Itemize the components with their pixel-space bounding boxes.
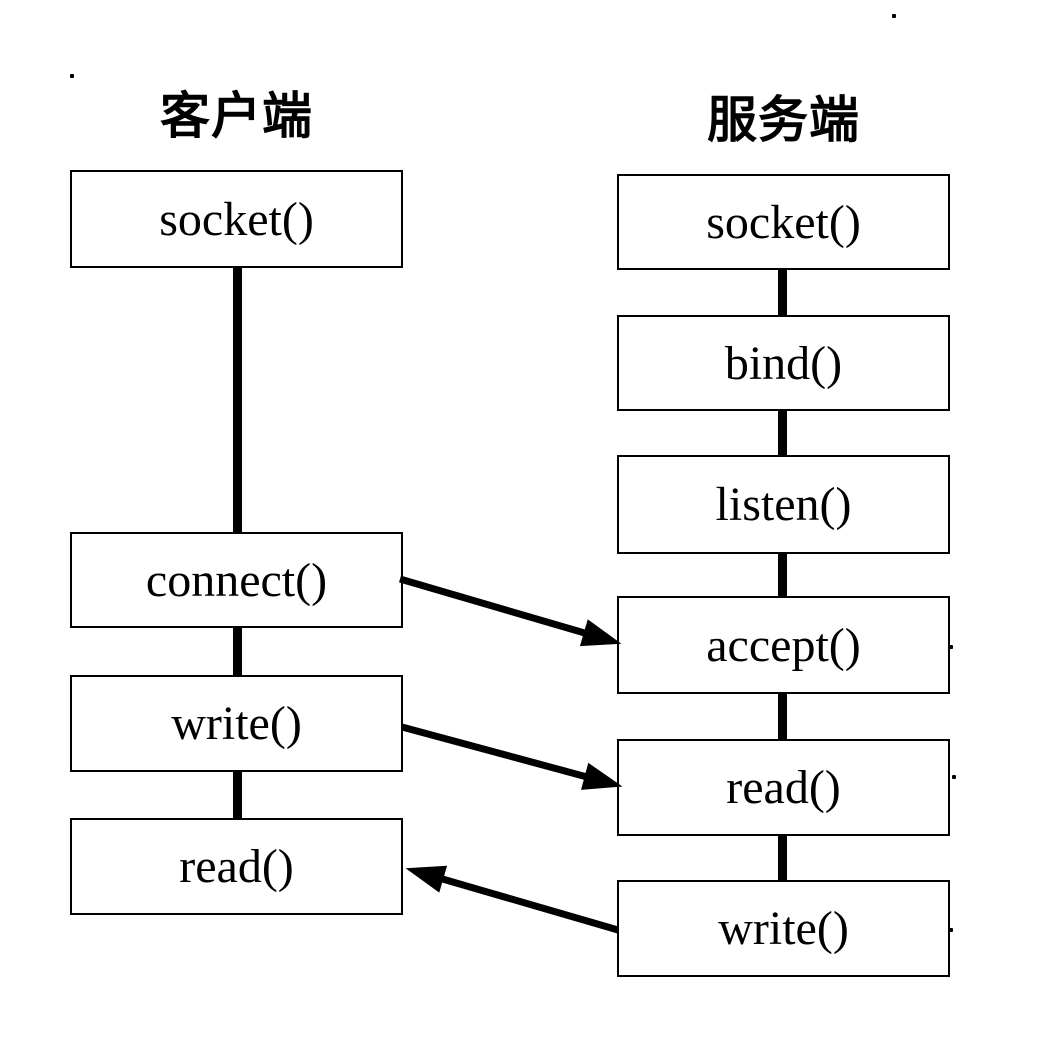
arrow-write-to-read [401,723,623,790]
arrow-server-write-to-client-read [405,865,619,934]
stray-mark [952,775,956,779]
stray-mark [892,14,896,18]
client-box-socket: socket() [70,170,403,268]
client-column-title: 客户端 [160,87,313,145]
server-column-title: 服务端 [707,91,860,149]
client-box-write: write() [70,675,403,772]
server-box-accept: accept() [617,596,950,694]
arrow-connect-to-accept [399,575,622,647]
server-box-bind: bind() [617,315,950,411]
server-box-socket: socket() [617,174,950,270]
server-box-write: write() [617,880,950,977]
server-box-listen: listen() [617,455,950,554]
stray-mark [949,645,953,649]
client-box-connect: connect() [70,532,403,628]
server-box-read: read() [617,739,950,836]
stray-mark [949,928,953,932]
stray-mark [70,74,74,78]
client-box-read: read() [70,818,403,915]
